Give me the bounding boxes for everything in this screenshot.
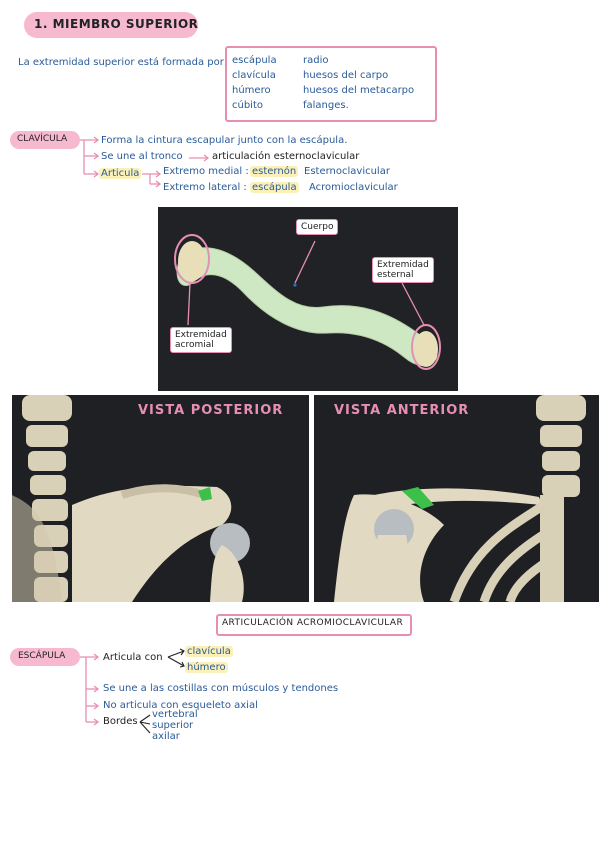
joint-caption-box — [216, 614, 412, 636]
posterior-view-title: VISTA POSTERIOR — [138, 403, 284, 418]
bones-box — [225, 46, 437, 122]
escapula-art-humero: húmero — [185, 662, 228, 673]
bone-item: radio — [303, 55, 329, 66]
anterior-view-image: VISTA ANTERIOR — [314, 395, 599, 602]
borde-superior: superior — [152, 720, 194, 731]
clavicle-figure: Cuerpo Extremidad esternal Extremidad ac… — [158, 207, 458, 391]
arrow-icon — [189, 154, 210, 162]
bone-item: falanges. — [303, 100, 349, 111]
anterior-view-title: VISTA ANTERIOR — [334, 403, 470, 418]
bone-item: cúbito — [232, 100, 264, 111]
intro-text: La extremidad superior está formada por: — [18, 57, 228, 68]
clavicula-line2a: Se une al tronco — [101, 151, 183, 162]
bone-item: huesos del metacarpo — [303, 85, 415, 96]
bone-item: escápula — [232, 55, 277, 66]
bone-item: huesos del carpo — [303, 70, 389, 81]
lateral-joint: Acromioclavicular — [309, 182, 398, 193]
escapula-bordes: Bordes — [103, 716, 138, 727]
clavicula-arrows — [80, 136, 162, 188]
lateral-label: Extremo lateral : — [163, 182, 247, 193]
medial-bone: esternón — [250, 166, 299, 177]
escapula-articula-con: Articula con — [103, 652, 163, 663]
medial-joint: Esternoclavicular — [304, 166, 390, 177]
escapula-art-clavicula: clavícula — [185, 646, 233, 657]
clavicle-bone-illustration — [174, 234, 441, 370]
escapula-line3: No articula con esqueleto axial — [103, 700, 258, 711]
label-cuerpo: Cuerpo — [296, 219, 339, 235]
clavicula-tag-pill — [10, 131, 80, 149]
posterior-view-image: VISTA POSTERIOR — [12, 395, 309, 602]
bone-item: húmero — [232, 85, 271, 96]
escapula-arrows — [80, 648, 185, 734]
lateral-bone: escápula — [250, 182, 299, 193]
clavicula-tag: CLAVÍCULA — [17, 134, 68, 144]
escapula-tag-pill — [10, 648, 80, 666]
label-extremidad-esternal: Extremidad esternal — [372, 257, 434, 283]
borde-axilar: axilar — [152, 731, 180, 742]
section-title: 1. MIEMBRO SUPERIOR — [34, 17, 199, 31]
escapula-tag: ESCÁPULA — [18, 651, 66, 661]
label-extremidad-acromial: Extremidad acromial — [170, 327, 232, 353]
bones-left-list: escápula clavícula húmero cúbito — [232, 53, 277, 113]
clavicula-line2b: articulación esternoclavicular — [212, 151, 360, 162]
joint-caption: ARTICULACIÓN ACROMIOCLAVICULAR — [222, 618, 404, 628]
bone-item: clavícula — [232, 70, 276, 81]
clavicula-articula: Articula — [99, 168, 142, 179]
borde-vertebral: vertebral — [152, 709, 198, 720]
medial-label: Extremo medial : — [163, 166, 249, 177]
bones-right-list: radio huesos del carpo huesos del metaca… — [303, 53, 414, 113]
escapula-line2: Se une a las costillas con músculos y te… — [103, 683, 339, 694]
clavicula-line1: Forma la cintura escapular junto con la … — [101, 135, 348, 146]
section-title-pill — [24, 12, 198, 38]
